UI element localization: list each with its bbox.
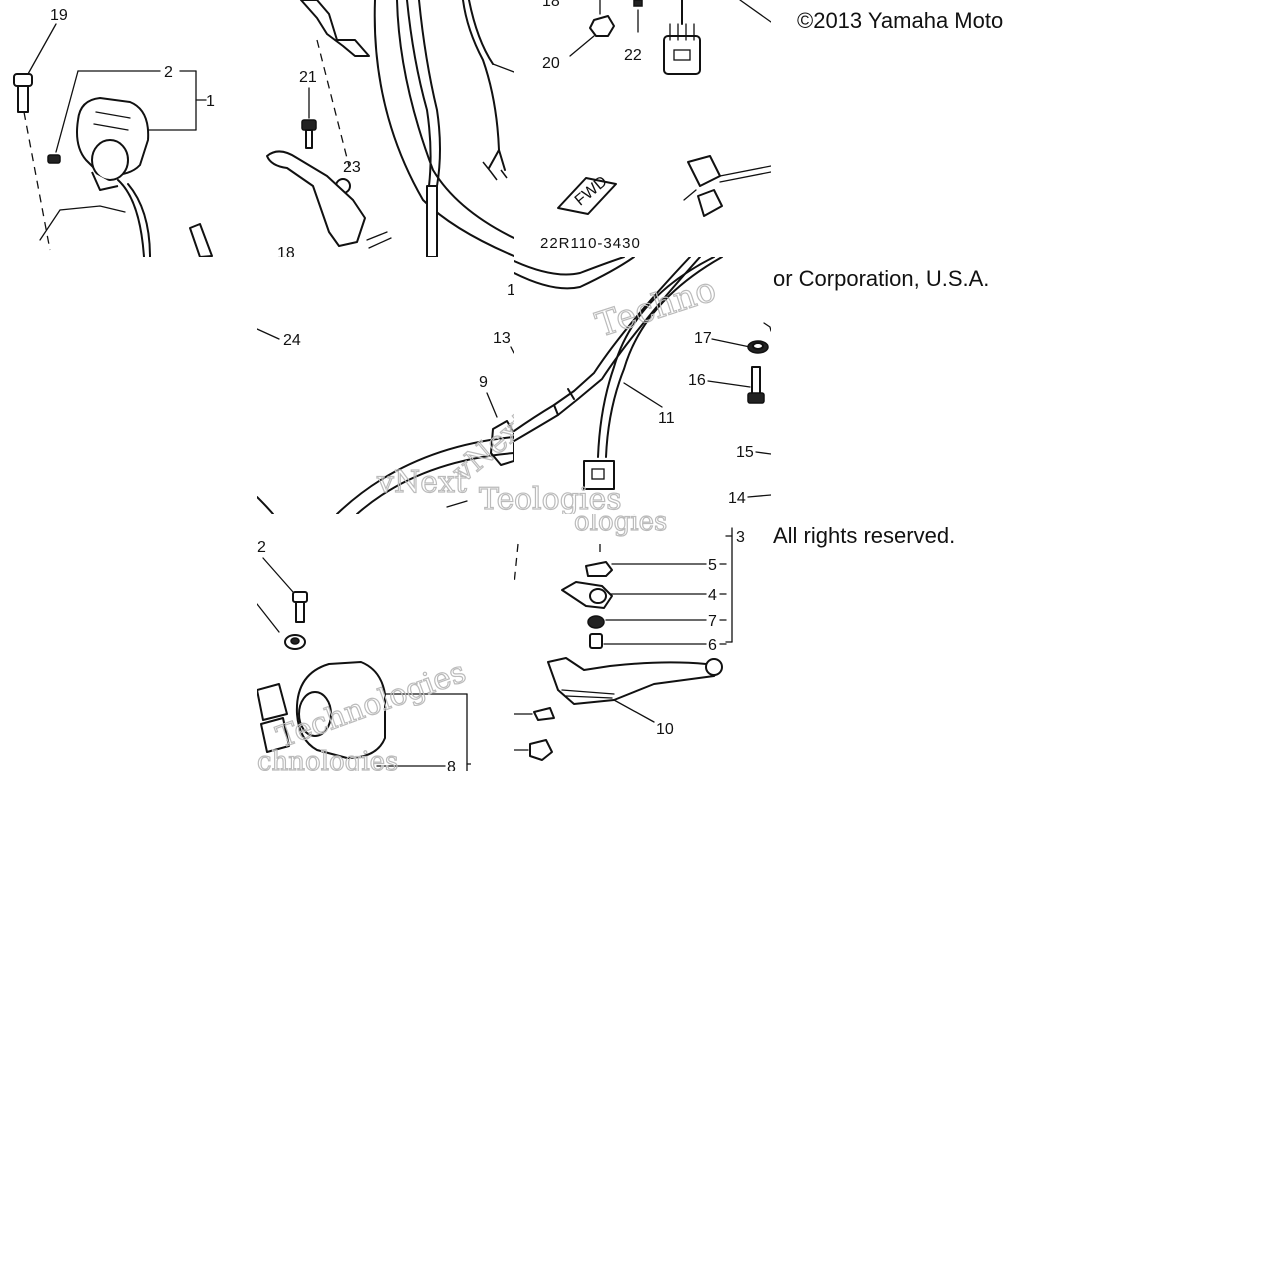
- tile-clutch-top: 21 23 18: [257, 0, 514, 257]
- callout-15: 15: [736, 444, 754, 461]
- tile-brake-lever: 3 5 4 7 6 10 ologies: [514, 514, 754, 771]
- center-drawing: 11 17 16 15 14 Techno ologies: [514, 257, 771, 514]
- callout-5: 5: [708, 557, 717, 574]
- callout-22: 22: [624, 47, 642, 64]
- callout-3: 3: [736, 529, 745, 546]
- callout-18b: 18: [542, 0, 560, 10]
- callout-13: 13: [493, 330, 511, 347]
- brake-lever-drawing: 3 5 4 7 6 10 ologies: [514, 514, 745, 761]
- washer-7: [587, 615, 605, 629]
- watermark-ologies: ologies: [514, 482, 622, 514]
- copyright-line-1: ©2013 Yamaha Moto: [797, 8, 1004, 33]
- connector-11: [583, 460, 615, 490]
- tile-left-switch: 19 2 1: [0, 0, 257, 257]
- callout-16: 16: [688, 372, 706, 389]
- connector-plug: [663, 35, 701, 75]
- watermark-chnologies: chnologies: [257, 747, 398, 771]
- callout-18: 18: [277, 245, 295, 257]
- nut-bottom: [529, 739, 553, 761]
- switch-grip: [91, 139, 129, 181]
- clutch-top-drawing: 21 23 18: [266, 0, 514, 257]
- clutch-lever-18: [266, 150, 366, 247]
- bolt-16: [751, 366, 761, 396]
- copyright-line-2: or Corporation, U.S.A.: [773, 266, 990, 291]
- screw-2: [292, 591, 308, 603]
- callout-17: 17: [694, 330, 712, 347]
- callout-12: 12: [507, 282, 514, 299]
- callout-7: 7: [708, 613, 717, 630]
- callout-4: 4: [708, 587, 717, 604]
- brake-lever-10: [547, 657, 720, 705]
- handlebar-drawing: 12 13 24 9 vNext vNext Tec: [257, 282, 514, 514]
- tile-right-switch: 2 8 Technologies chnologies: [257, 514, 471, 771]
- bolt-6: [589, 633, 603, 649]
- connector-block: [687, 155, 721, 187]
- nut-20: [589, 15, 615, 37]
- copyright-line-3: All rights reserved.: [773, 523, 956, 548]
- nut-5: [585, 561, 613, 577]
- watermark-vnext: vNext: [376, 465, 467, 500]
- callout-24: 24: [283, 332, 301, 349]
- tile-connectors: 18 20 22 FWD 22R110-3430: [514, 0, 771, 257]
- watermark-ologies-2: ologies: [574, 514, 667, 537]
- watermark-tec: Tec: [479, 482, 514, 514]
- screw-19: [13, 73, 33, 87]
- callout-8: 8: [447, 759, 456, 771]
- tile-handlebar: 12 13 24 9 vNext vNext Tec: [257, 257, 514, 514]
- diagram-code: 22R110-3430: [540, 235, 641, 252]
- tile-center: 11 17 16 15 14 Techno ologies: [514, 257, 771, 514]
- right-switch-drawing: 2 8 Technologies chnologies: [257, 539, 471, 771]
- fwd-arrow: [557, 177, 617, 215]
- callout-23: 23: [343, 159, 361, 176]
- callout-1: 1: [206, 93, 215, 110]
- callout-2b: 2: [257, 539, 266, 556]
- callout-2: 2: [164, 64, 173, 81]
- callout-21: 21: [299, 69, 317, 86]
- callout-10: 10: [656, 721, 674, 738]
- callout-9: 9: [479, 374, 488, 391]
- callout-14: 14: [728, 490, 746, 507]
- callout-20: 20: [542, 55, 560, 72]
- left-switch-drawing: 19 2 1: [13, 7, 215, 257]
- screw-19-shank: [17, 85, 29, 113]
- callout-19: 19: [50, 7, 68, 24]
- callout-6: 6: [708, 637, 717, 654]
- connectors-drawing: 18 20 22 FWD 22R110-3430: [540, 0, 771, 252]
- callout-11: 11: [658, 410, 675, 427]
